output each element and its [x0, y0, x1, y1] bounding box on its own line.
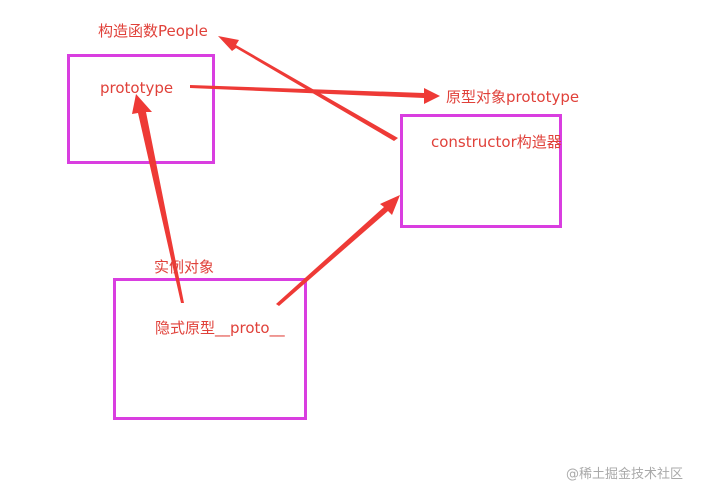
implicit-proto-field-label: 隐式原型__proto__ [155, 319, 285, 337]
prototype-object-box [400, 114, 562, 228]
instance-box [113, 278, 307, 420]
constructor-title: 构造函数People [98, 22, 208, 40]
instance-title: 实例对象 [154, 258, 215, 276]
arrow-constructor-to-people [218, 36, 398, 141]
watermark-text: @稀土掘金技术社区 [566, 467, 684, 482]
constructor-box [67, 54, 215, 164]
prototype-object-title: 原型对象prototype [446, 88, 580, 106]
constructor-field-label: constructor构造器 [431, 133, 562, 151]
prototype-field-label: prototype [100, 79, 174, 97]
arrow-prototype-to-prototype-object [190, 85, 440, 104]
